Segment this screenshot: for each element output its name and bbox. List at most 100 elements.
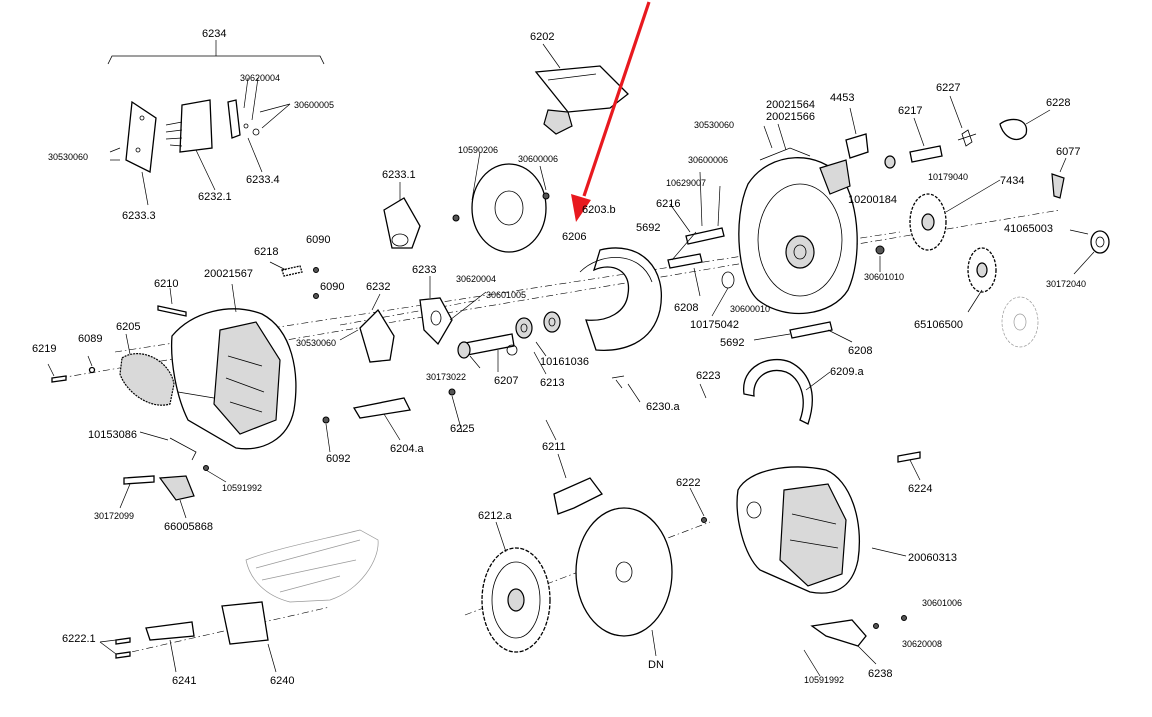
label-6238: 6238	[868, 668, 892, 680]
plate-6240	[221, 601, 269, 645]
label-5692: 5692	[720, 337, 744, 349]
label-41065003: 41065003	[1004, 223, 1053, 235]
clip-6233-4	[227, 99, 260, 139]
label-6227: 6227	[936, 82, 960, 94]
label-6240: 6240	[270, 675, 294, 687]
label-6234: 6234	[202, 28, 226, 40]
ring-41065003	[1069, 229, 1110, 275]
hopper-6202	[534, 43, 629, 135]
brush-6205	[119, 353, 175, 406]
label-30600006: 30600006	[688, 155, 728, 165]
red-arrow-indicator	[571, 1, 651, 222]
label-30601010: 30601010	[864, 272, 904, 282]
brush-6232-1	[165, 99, 213, 153]
label-6206: 6206	[562, 231, 586, 243]
label-30620004: 30620004	[240, 73, 280, 83]
label-6208: 6208	[674, 302, 698, 314]
label-6089: 6089	[78, 333, 102, 345]
label-7434: 7434	[1000, 175, 1024, 187]
housing-20021564	[738, 123, 885, 315]
ghost-frame-assembly	[245, 529, 379, 603]
label-30601005: 30601005	[486, 290, 526, 300]
label-10175042: 10175042	[690, 319, 739, 331]
screws-left	[51, 261, 319, 383]
label-30600005: 30600005	[294, 100, 334, 110]
scraper-6204-a	[322, 388, 456, 453]
label-6216: 6216	[656, 198, 680, 210]
label-20021566: 20021566	[766, 111, 815, 123]
label-10629007: 10629007	[666, 178, 706, 188]
housing-20021567	[170, 308, 297, 450]
part-labels: 6234 30620004 30600005 30530060 6232.1 6…	[32, 28, 1086, 687]
label-65106500: 65106500	[914, 319, 963, 331]
shaft-6207	[457, 333, 518, 359]
label-30620004: 30620004	[456, 274, 496, 284]
label-10590206: 10590206	[458, 145, 498, 155]
label-leaders	[47, 231, 983, 673]
label-30620008: 30620008	[902, 639, 942, 649]
label-6202: 6202	[530, 31, 554, 43]
label-6203-b: 6203.b	[582, 204, 616, 216]
seed-disc-DN	[575, 487, 707, 657]
label-30172040: 30172040	[1046, 279, 1086, 289]
label-6232-1: 6232.1	[198, 191, 232, 203]
label-6212-a: 6212.a	[478, 510, 513, 522]
plate-6233-1	[383, 182, 421, 249]
label-6218: 6218	[254, 246, 278, 258]
label-10591992: 10591992	[804, 675, 844, 685]
ring-6209-a	[743, 358, 831, 425]
label-10179040: 10179040	[928, 172, 968, 182]
label-6211: 6211	[542, 441, 566, 453]
label-6222: 6222	[676, 477, 700, 489]
label-6090: 6090	[320, 281, 344, 293]
label-6232: 6232	[366, 281, 390, 293]
label-6219: 6219	[32, 343, 56, 355]
label-6204-a: 6204.a	[390, 443, 425, 455]
gasket-6203-b	[579, 247, 662, 351]
cover-plate-6233-3	[125, 100, 157, 173]
label-6092: 6092	[326, 453, 350, 465]
label-6233-4: 6233.4	[246, 174, 280, 186]
label-6209-a: 6209.a	[830, 366, 865, 378]
label-6224: 6224	[908, 483, 932, 495]
small-screws-6234	[109, 77, 291, 206]
label-30172099: 30172099	[94, 511, 134, 521]
shaft-parts-4453-6217	[845, 95, 1067, 199]
label-6223: 6223	[696, 370, 720, 382]
label-6233: 6233	[412, 264, 436, 276]
label-6225: 6225	[450, 423, 474, 435]
label-10161036: 10161036	[540, 356, 589, 368]
label-10153086: 10153086	[88, 429, 137, 441]
label-30601006: 30601006	[922, 598, 962, 608]
label-10200184: 10200184	[848, 194, 897, 206]
bearings-10161036	[515, 311, 561, 357]
label-30600006: 30600006	[518, 154, 558, 164]
label-6230-a: 6230.a	[646, 401, 681, 413]
plate-6241	[115, 621, 195, 659]
label-4453: 4453	[830, 92, 854, 104]
sprocket-7434	[909, 179, 1001, 251]
label-6233-3: 6233.3	[122, 210, 156, 222]
label-6208: 6208	[848, 345, 872, 357]
part-6211	[553, 453, 603, 515]
label-20060313: 20060313	[908, 552, 957, 564]
label-30173022: 30173022	[426, 372, 466, 382]
label-30530060: 30530060	[48, 152, 88, 162]
shaft-6216	[667, 171, 833, 339]
label-6213: 6213	[540, 377, 564, 389]
bracket-6234	[107, 40, 325, 65]
housing-20060313	[736, 466, 907, 594]
label-5692: 5692	[636, 222, 660, 234]
label-6077: 6077	[1056, 146, 1080, 158]
label-6217: 6217	[898, 105, 922, 117]
clip-6233	[419, 297, 453, 346]
label-20021564: 20021564	[766, 99, 815, 111]
label-6222-1: 6222.1	[62, 633, 96, 645]
label-10591992: 10591992	[222, 483, 262, 493]
pin-6224	[897, 451, 921, 481]
label-DN: DN	[648, 659, 664, 671]
clip-6230-a	[611, 375, 641, 403]
label-6233-1: 6233.1	[382, 169, 416, 181]
label-6228: 6228	[1046, 97, 1070, 109]
